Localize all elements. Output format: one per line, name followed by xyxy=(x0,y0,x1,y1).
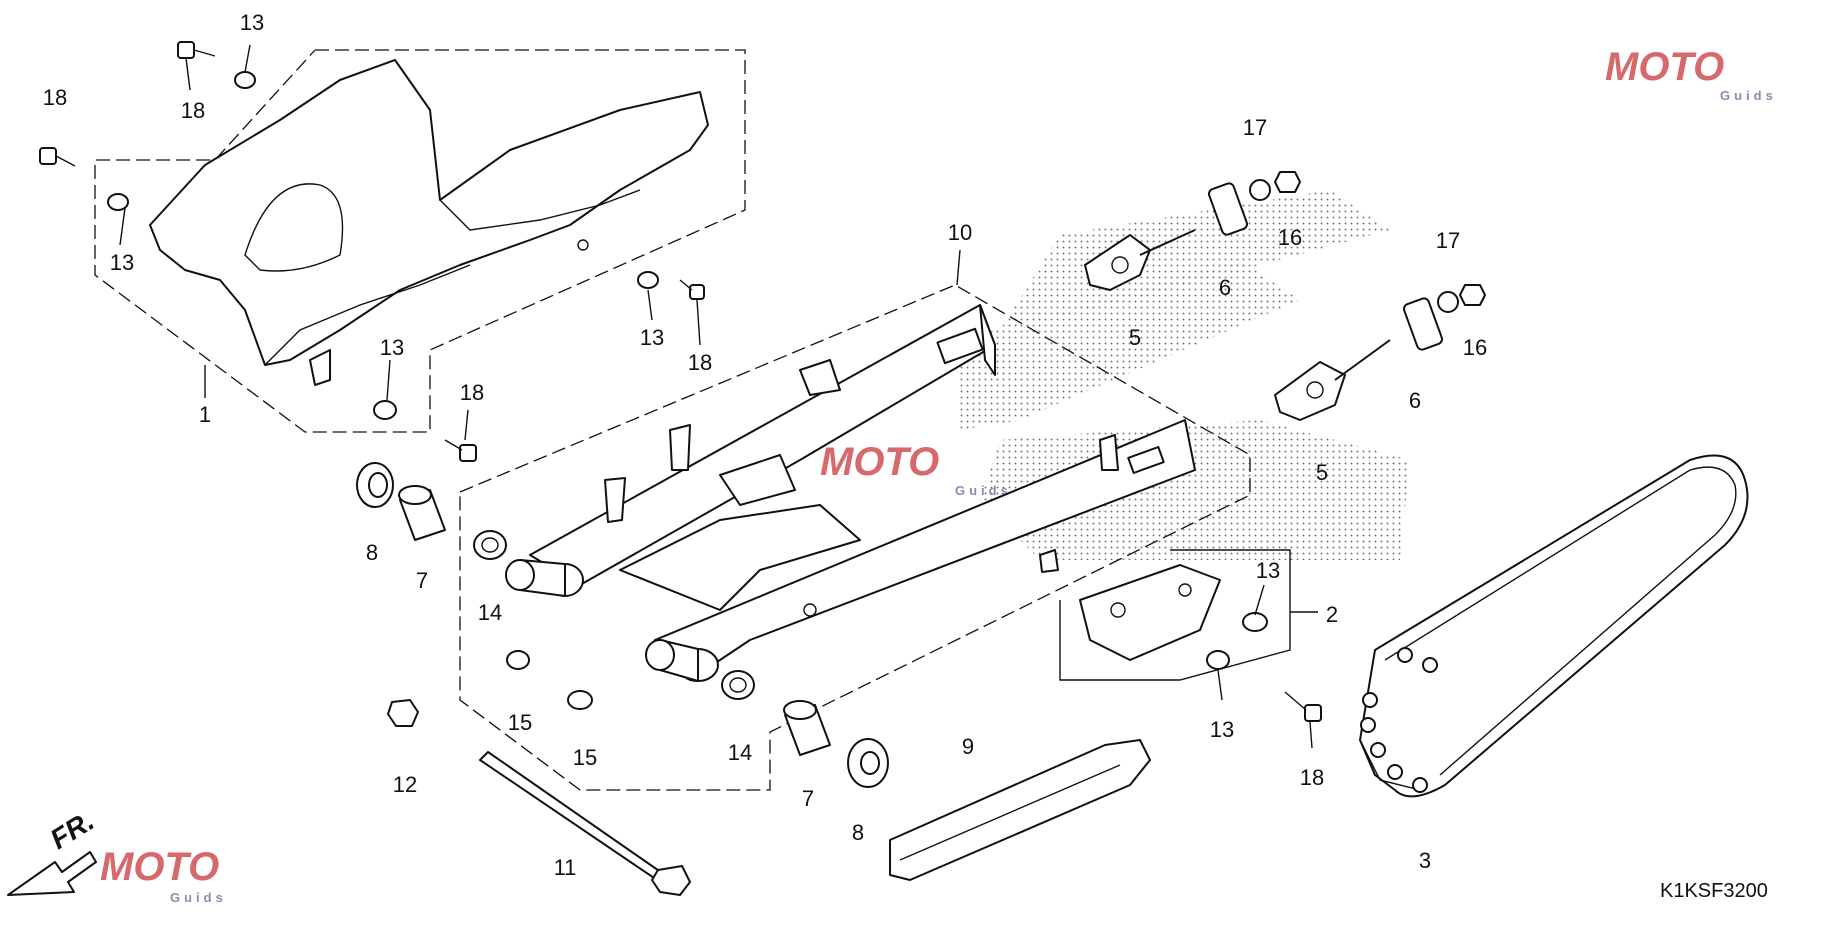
callout-16: 16 xyxy=(1278,225,1302,250)
callout-13: 13 xyxy=(1256,558,1280,583)
watermark-center: MOTO Guids xyxy=(820,440,1012,498)
callout-11: 11 xyxy=(554,855,577,880)
callout-17: 17 xyxy=(1436,228,1460,253)
callout-18: 18 xyxy=(1300,765,1324,790)
svg-text:MOTO: MOTO xyxy=(100,845,219,889)
callout-labels: 13 18 18 13 1 13 18 13 18 10 17 16 6 5 1… xyxy=(43,10,1487,880)
callout-7: 7 xyxy=(802,786,814,811)
callout-18: 18 xyxy=(43,85,67,110)
pivot-washer-icon xyxy=(506,650,593,710)
swingarm xyxy=(505,304,1196,682)
diagram-code: K1KSF3200 xyxy=(1660,880,1768,902)
chain-guide xyxy=(1059,549,1291,681)
callout-6: 6 xyxy=(1219,275,1231,300)
callout-18: 18 xyxy=(181,98,205,123)
callout-13: 13 xyxy=(110,250,134,275)
svg-text:FR.: FR. xyxy=(45,805,100,855)
watermark-bottom-left: MOTO Guids xyxy=(100,845,227,905)
callout-1: 1 xyxy=(199,402,211,427)
callout-6: 6 xyxy=(1409,388,1421,413)
callout-13: 13 xyxy=(380,335,404,360)
callout-8: 8 xyxy=(852,820,864,845)
chain-slider xyxy=(889,739,1151,881)
callout-10: 10 xyxy=(948,220,972,245)
drive-chain xyxy=(1359,454,1749,798)
dust-seal-icon xyxy=(356,462,889,788)
svg-text:Guids: Guids xyxy=(170,890,227,905)
collar-icon xyxy=(398,485,831,756)
callout-15: 15 xyxy=(573,745,597,770)
bolt-flange-icon xyxy=(39,41,1322,722)
watermark-top-right: MOTO Guids xyxy=(1605,45,1777,103)
front-direction-arrow: FR. xyxy=(7,805,100,896)
callout-14: 14 xyxy=(478,600,502,625)
chain-adjuster xyxy=(1084,229,1391,421)
frame-swingarm xyxy=(459,284,1251,791)
callout-5: 5 xyxy=(1316,460,1328,485)
callout-14: 14 xyxy=(728,740,752,765)
callout-18: 18 xyxy=(460,380,484,405)
callout-12: 12 xyxy=(393,772,417,797)
dotted-shade xyxy=(960,190,1410,560)
callout-13: 13 xyxy=(1210,717,1234,742)
leader-lines xyxy=(119,44,1318,749)
callout-5: 5 xyxy=(1129,325,1141,350)
svg-text:Guids: Guids xyxy=(1720,88,1777,103)
callout-16: 16 xyxy=(1463,335,1487,360)
callout-3: 3 xyxy=(1419,848,1431,873)
adjuster-plate xyxy=(1207,182,1444,351)
callout-18: 18 xyxy=(688,350,712,375)
callout-7: 7 xyxy=(416,568,428,593)
frame-chain-case xyxy=(94,49,746,433)
callout-9: 9 xyxy=(962,734,974,759)
needle-bearing-icon xyxy=(473,530,755,700)
washer-icon xyxy=(107,71,1268,670)
callout-13: 13 xyxy=(240,10,264,35)
callout-2: 2 xyxy=(1326,602,1338,627)
adjuster-washer-nut-icon xyxy=(1249,171,1486,313)
callout-13: 13 xyxy=(640,325,664,350)
callout-17: 17 xyxy=(1243,115,1267,140)
callout-15: 15 xyxy=(508,710,532,735)
svg-text:MOTO: MOTO xyxy=(1605,45,1724,89)
callout-8: 8 xyxy=(366,540,378,565)
pivot-bolt xyxy=(479,751,691,896)
svg-text:MOTO: MOTO xyxy=(820,440,939,484)
chain-case xyxy=(149,59,709,386)
pivot-nut-icon xyxy=(387,699,419,727)
svg-text:Guids: Guids xyxy=(955,483,1012,498)
